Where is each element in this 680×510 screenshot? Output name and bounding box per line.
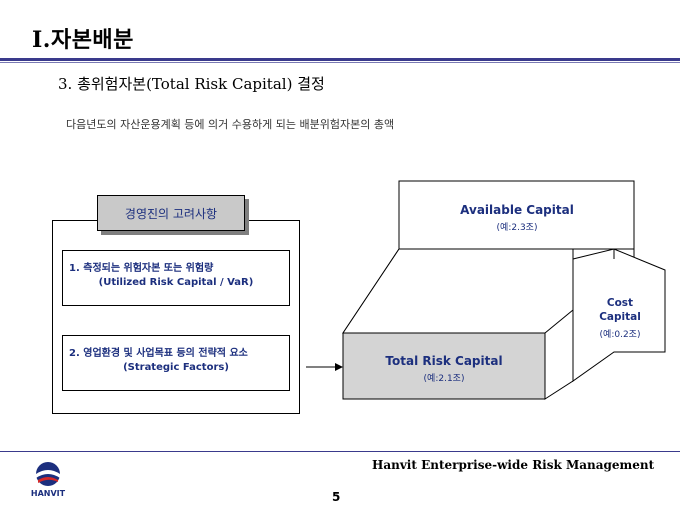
arrow-head-icon xyxy=(335,363,343,371)
footer-company-text: Hanvit Enterprise-wide Risk Management xyxy=(372,458,655,472)
available-capital-example: (예:2.3조) xyxy=(496,223,538,233)
cost-capital-title-1: Cost xyxy=(606,297,634,309)
total-risk-capital-title: Total Risk Capital xyxy=(385,354,503,368)
available-capital-title: Available Capital xyxy=(460,203,574,217)
cost-capital-example: (예:0.2조) xyxy=(599,330,641,340)
total-risk-capital-example: (예:2.1조) xyxy=(423,374,465,384)
hanvit-logo-icon: HANVIT xyxy=(31,462,66,498)
factor-label: 1. 측정되는 위험자본 또는 위험량 xyxy=(69,263,214,274)
title-divider-thin xyxy=(0,62,680,63)
page-number: 5 xyxy=(332,490,341,504)
available-capital-box xyxy=(398,180,635,250)
available-capital-label: Available Capital (예:2.3조) xyxy=(400,203,634,233)
footer-divider xyxy=(0,451,680,452)
factor-box-strategic: 2. 영업환경 및 사업목표 등의 전략적 요소 (Strategic Fact… xyxy=(62,335,290,391)
title-divider xyxy=(0,58,680,61)
factor-sublabel: (Utilized Risk Capital / VaR) xyxy=(98,277,254,288)
factor-label: 2. 영업환경 및 사업목표 등의 전략적 요소 xyxy=(69,348,248,359)
factor-sublabel: (Strategic Factors) xyxy=(123,362,229,373)
factor-box-utilized-risk: 1. 측정되는 위험자본 또는 위험량 (Utilized Risk Capit… xyxy=(62,250,290,306)
considerations-header: 경영진의 고려사항 xyxy=(97,195,245,231)
total-risk-capital-label: Total Risk Capital (예:2.1조) xyxy=(343,354,545,384)
cost-capital-label: Cost Capital (예:0.2조) xyxy=(574,296,666,340)
cost-capital-title-2: Capital xyxy=(599,311,641,323)
logo-wordmark: HANVIT xyxy=(31,489,66,498)
page-title: Ⅰ.자본배분 xyxy=(32,27,134,53)
hanvit-logo: HANVIT xyxy=(24,460,72,504)
slide-subtitle: 3. 총위험자본(Total Risk Capital) 결정 xyxy=(58,75,325,93)
prism-edge xyxy=(544,309,574,334)
total-risk-capital-box xyxy=(342,332,546,400)
slide-description: 다음년도의 자산운용계획 등에 의거 수용하게 되는 배분위험자본의 총액 xyxy=(66,118,395,131)
